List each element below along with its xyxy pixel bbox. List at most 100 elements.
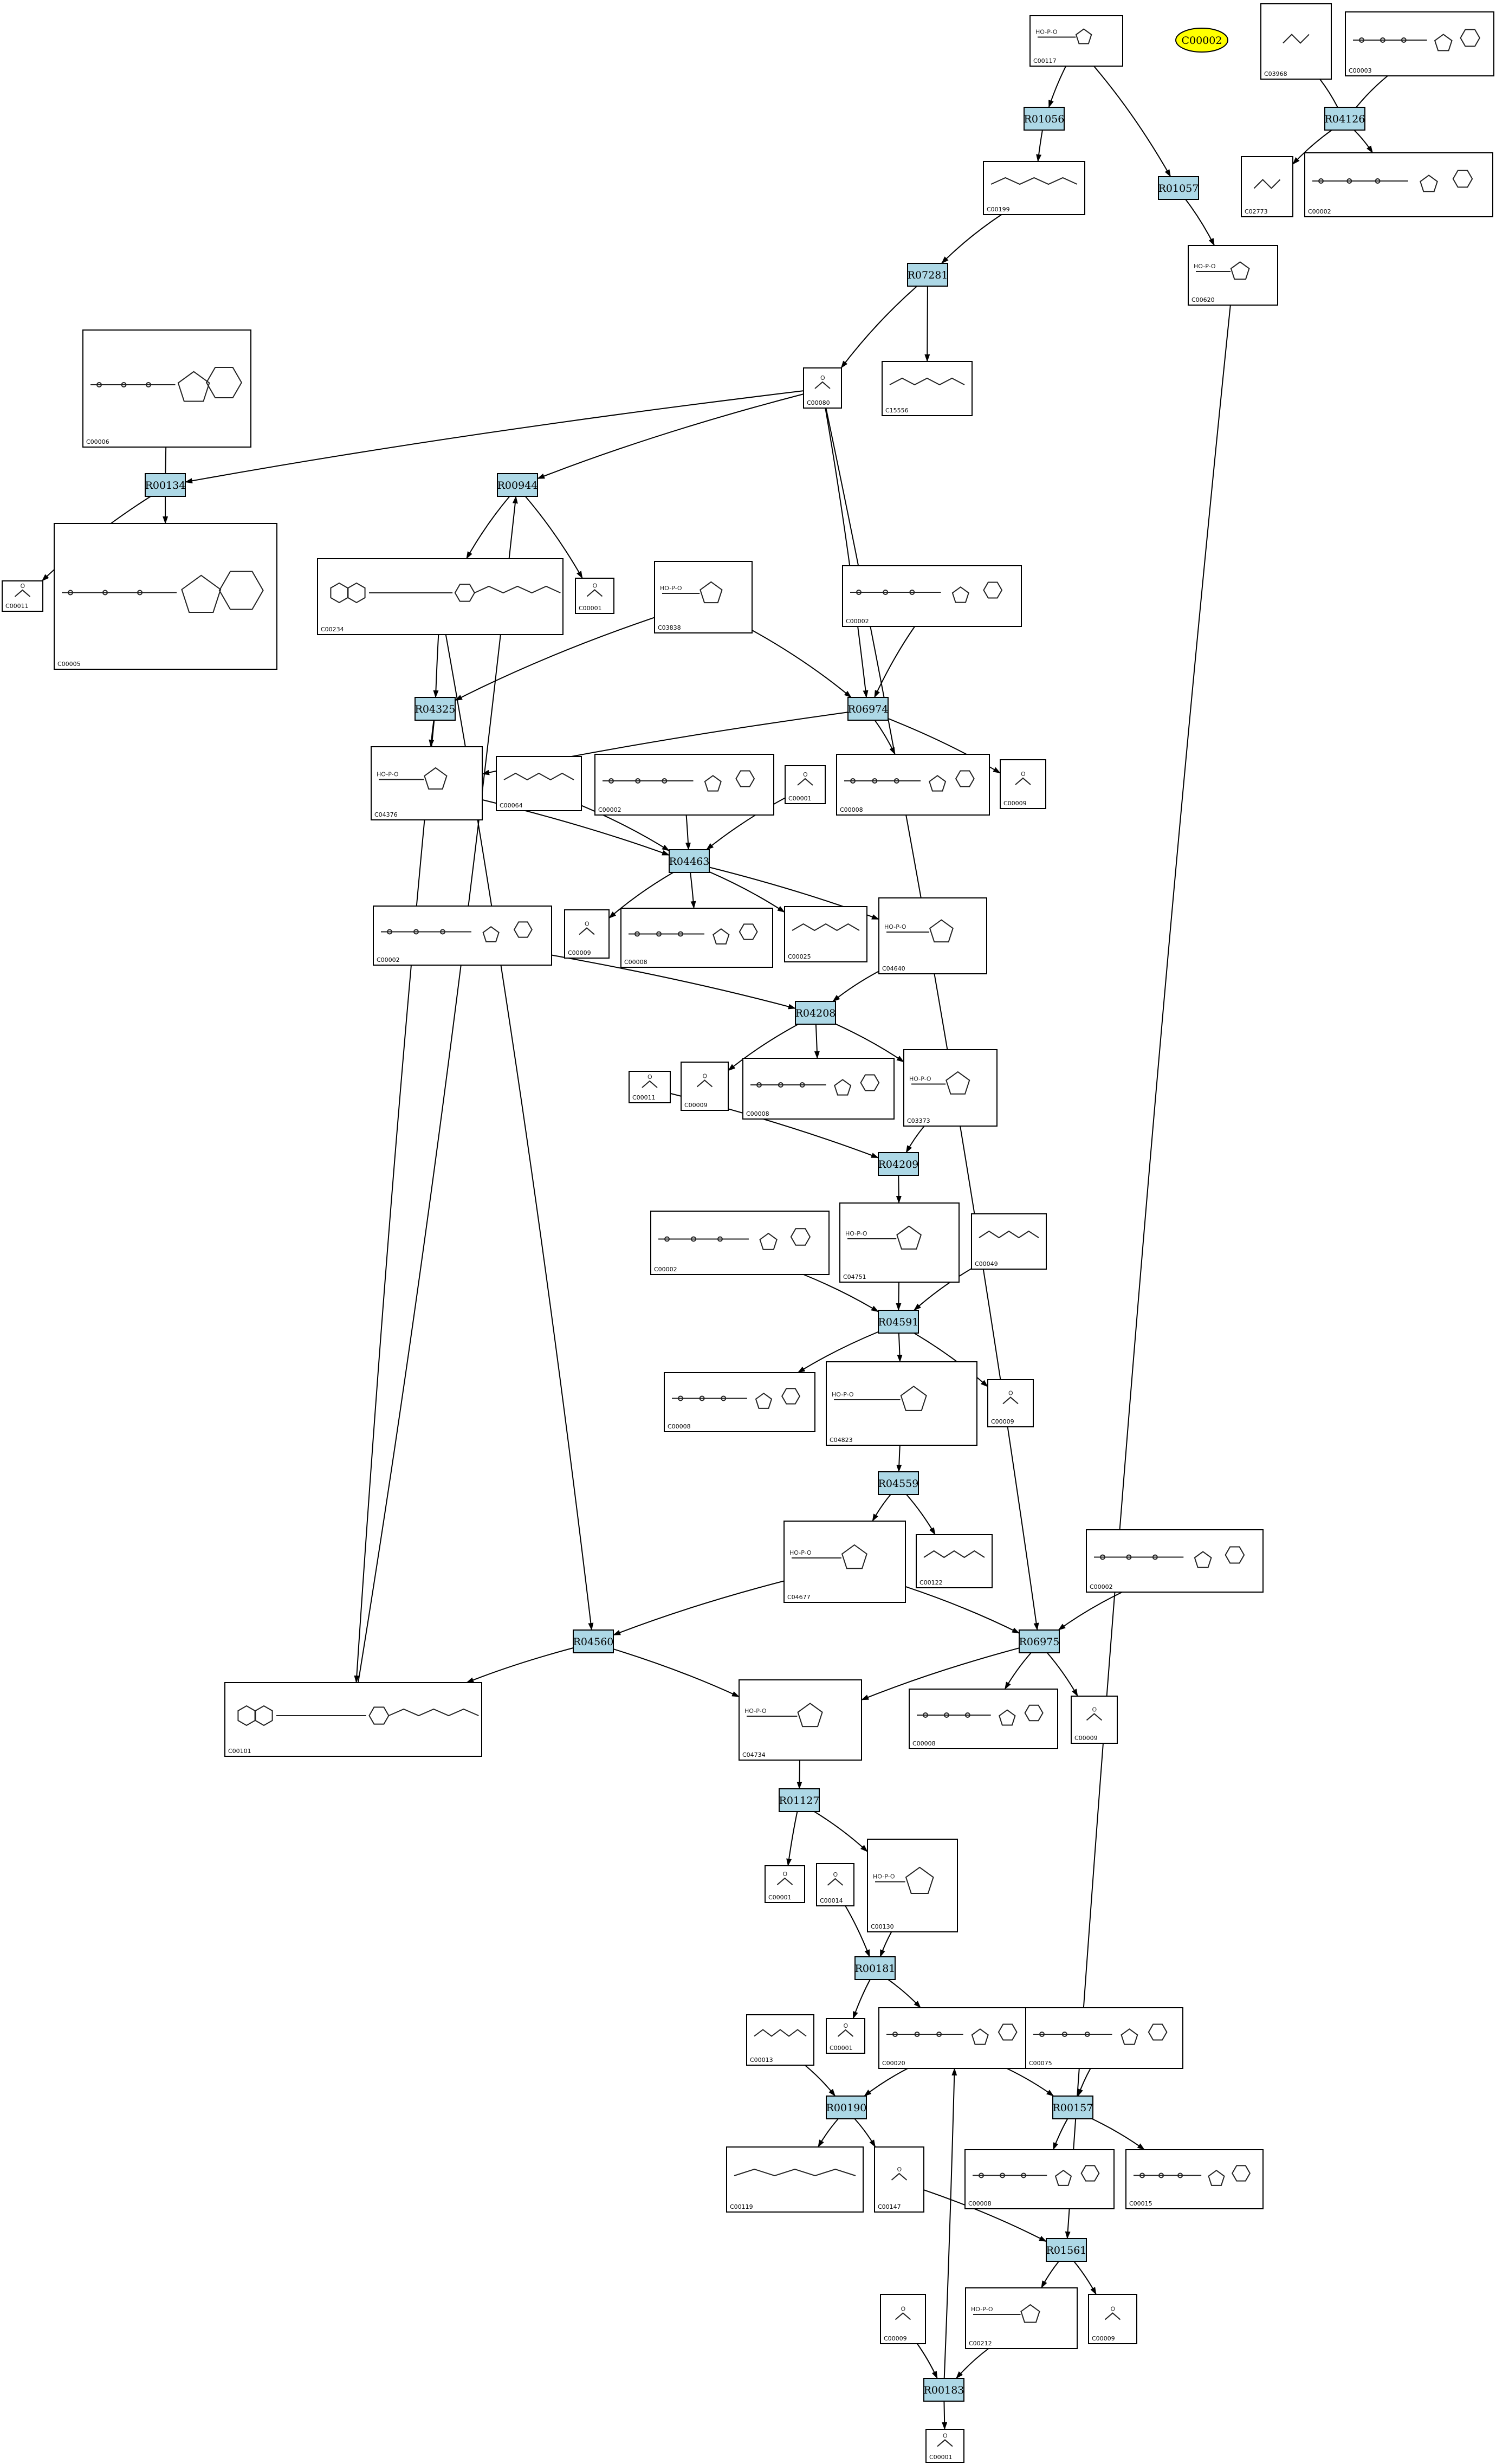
- reaction-label: R01561: [1046, 2245, 1087, 2256]
- reaction-box: [907, 263, 948, 287]
- compound-node-c00008[interactable]: C00008: [664, 1372, 815, 1432]
- compound-node-c02773[interactable]: C02773: [1241, 156, 1293, 217]
- compound-node-c00008[interactable]: C00008: [620, 908, 773, 968]
- reaction-node-r04209[interactable]: R04209: [878, 1152, 919, 1176]
- compound-node-c00008[interactable]: C00008: [964, 2149, 1115, 2209]
- atom-text: O: [1092, 1706, 1097, 1713]
- compound-node-c00015[interactable]: C00015: [1125, 2149, 1264, 2209]
- compound-label: C00080: [807, 399, 830, 406]
- compound-node-c00002[interactable]: C00002: [373, 906, 552, 966]
- reaction-node-r07281[interactable]: R07281: [907, 263, 948, 287]
- reaction-node-r04591[interactable]: R04591: [878, 1310, 919, 1334]
- compound-node-c00025[interactable]: C00025: [784, 906, 867, 962]
- compound-node-c00003[interactable]: C00003: [1345, 11, 1494, 76]
- compound-node-c00075[interactable]: C00075: [1025, 2007, 1183, 2069]
- reaction-node-r04463[interactable]: R04463: [669, 849, 710, 873]
- edge-R00190-c_C00119: [817, 2118, 839, 2148]
- compound-node-c00199[interactable]: C00199: [983, 161, 1085, 215]
- reaction-node-r06975[interactable]: R06975: [1019, 1629, 1060, 1653]
- reaction-node-r01127[interactable]: R01127: [779, 1788, 820, 1812]
- reaction-label: R06974: [848, 703, 889, 715]
- compound-label: C00009: [1003, 800, 1027, 807]
- reaction-node-r04126[interactable]: R04126: [1324, 107, 1365, 131]
- atom-text: HO-P-O: [832, 1391, 854, 1398]
- compound-node-c00008[interactable]: C00008: [742, 1058, 895, 1120]
- compound-node-c00002[interactable]: C00002: [650, 1211, 830, 1275]
- compound-label: C00002: [846, 618, 869, 625]
- edge-c_C03838-R04325: [455, 617, 655, 701]
- compound-node-c15556[interactable]: C15556: [882, 361, 973, 416]
- reaction-node-r00181[interactable]: R00181: [854, 1956, 896, 1980]
- compound-node-c00002[interactable]: C00002: [1304, 152, 1493, 217]
- compound-box: [836, 754, 990, 816]
- reaction-node-r04325[interactable]: R04325: [415, 697, 456, 721]
- compound-node-c00020[interactable]: C00020: [878, 2007, 1033, 2069]
- compound-node-c04823[interactable]: HO-P-O C04823: [826, 1361, 977, 1446]
- compound-node-c00008[interactable]: C00008: [836, 754, 990, 816]
- compound-node-c00234[interactable]: C00234: [317, 558, 564, 635]
- compound-node-c03968[interactable]: C03968: [1260, 3, 1332, 80]
- map-label-node[interactable]: C00002: [1175, 28, 1228, 53]
- reaction-node-r00944[interactable]: R00944: [497, 473, 538, 497]
- reaction-node-r04208[interactable]: R04208: [795, 1001, 836, 1025]
- reaction-node-r01056[interactable]: R01056: [1024, 107, 1065, 131]
- compound-node-c00122[interactable]: C00122: [916, 1534, 993, 1588]
- reaction-node-r04560[interactable]: R04560: [573, 1629, 614, 1653]
- compound-node-c00008[interactable]: C00008: [909, 1689, 1058, 1749]
- compound-node-c00064[interactable]: C00064: [496, 756, 582, 811]
- reaction-node-r00134[interactable]: R00134: [145, 473, 186, 497]
- compound-box: [867, 1839, 958, 1932]
- reaction-node-r01561[interactable]: R01561: [1046, 2238, 1087, 2262]
- compound-label: C00001: [830, 2045, 853, 2052]
- reaction-node-r00183[interactable]: R00183: [923, 2378, 964, 2402]
- compound-node-c00002[interactable]: C00002: [1086, 1529, 1264, 1593]
- reaction-node-r00190[interactable]: R00190: [826, 2096, 867, 2119]
- reaction-box: [779, 1788, 820, 1812]
- reaction-label: R01057: [1158, 183, 1199, 195]
- compound-node-c00049[interactable]: C00049: [971, 1213, 1047, 1270]
- reaction-node-r00157[interactable]: R00157: [1052, 2096, 1093, 2119]
- reaction-box: [1019, 1629, 1060, 1653]
- compound-node-c00119[interactable]: C00119: [726, 2146, 864, 2213]
- compound-node-c00002[interactable]: C00002: [842, 565, 1022, 627]
- compound-node-c00002[interactable]: C00002: [594, 754, 774, 816]
- reaction-node-r04559[interactable]: R04559: [878, 1471, 919, 1495]
- compound-node-c00101[interactable]: C00101: [224, 1682, 482, 1757]
- compound-node-c00006[interactable]: C00006: [82, 329, 251, 448]
- compound-box: [1071, 1696, 1118, 1744]
- compound-label: C04823: [830, 1437, 853, 1444]
- compound-node-c00005[interactable]: C00005: [54, 523, 277, 670]
- reaction-node-r06974[interactable]: R06974: [847, 697, 889, 721]
- reaction-node-r01057[interactable]: R01057: [1158, 176, 1199, 200]
- compound-node-c00013[interactable]: C00013: [746, 2014, 814, 2066]
- structure-glyph: [889, 377, 965, 386]
